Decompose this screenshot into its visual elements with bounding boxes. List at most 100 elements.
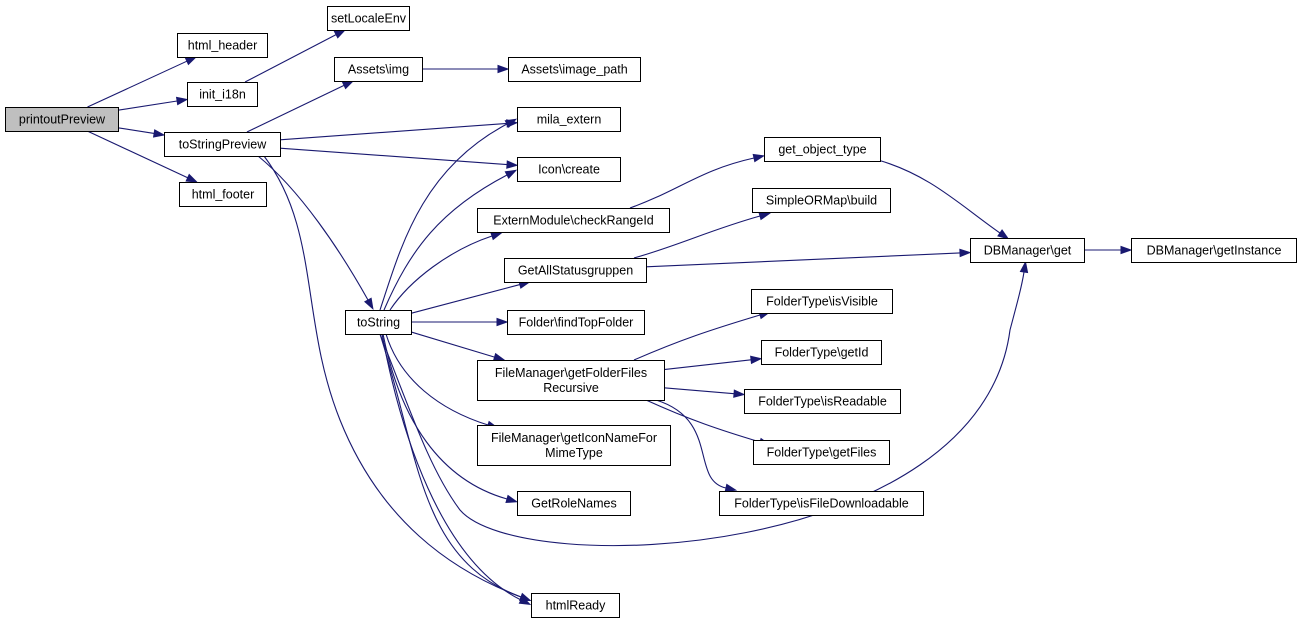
node-label: FolderType\isVisible (766, 295, 878, 309)
node-icon-create[interactable]: Icon\create (517, 157, 621, 182)
arrowhead-icon (506, 160, 519, 169)
edge-line (117, 100, 178, 111)
node-box (508, 57, 641, 82)
node-foldertype-isvisible[interactable]: FolderType\isVisible (751, 289, 893, 314)
node-box (761, 340, 882, 365)
arrowhead-icon (496, 317, 509, 327)
node-label: Assets\img (348, 63, 409, 77)
node-box (970, 238, 1085, 263)
arrowhead-icon (758, 211, 772, 221)
node-foldertype-isfiledownloadable[interactable]: FolderType\isFileDownloadable (719, 491, 924, 516)
node-box (751, 289, 893, 314)
node-mila-extern[interactable]: mila_extern (517, 107, 621, 132)
node-getrolenames[interactable]: GetRoleNames (517, 491, 631, 516)
node-toStringPreview[interactable]: toStringPreview (164, 132, 281, 157)
arrowhead-icon (490, 232, 503, 241)
arrowhead-icon (733, 389, 746, 398)
node-foldertype-getid[interactable]: FolderType\getId (761, 340, 882, 365)
node-box (517, 157, 621, 182)
node-label: toString (357, 316, 400, 330)
node-foldertype-getfiles[interactable]: FolderType\getFiles (753, 440, 890, 465)
edges-layer (87, 29, 1133, 606)
node-box (517, 107, 621, 132)
node-label: FolderType\getId (775, 346, 869, 360)
arrowhead-icon (1019, 260, 1029, 274)
node-setLocaleEnv[interactable]: setLocaleEnv (327, 6, 410, 31)
node-box (507, 310, 645, 335)
node-label: FileManager\getIconNameFor (491, 431, 657, 445)
node-dbmanager-get[interactable]: DBManager\get (970, 238, 1085, 263)
edge-toString-to-getrolenames (382, 333, 519, 504)
node-label: ExternModule\checkRangeId (493, 214, 654, 228)
node-html-header[interactable]: html_header (177, 33, 268, 58)
node-box (753, 440, 890, 465)
node-assets-image-path[interactable]: Assets\image_path (508, 57, 641, 82)
edge-get_object_type-to-dbmanager_get (877, 159, 1010, 240)
arrowhead-icon (497, 64, 510, 74)
arrowhead-icon (750, 355, 763, 365)
node-box (752, 188, 891, 213)
edge-printoutPreview-to-init_i18n (117, 96, 189, 111)
node-externmodule-checkrangeid[interactable]: ExternModule\checkRangeId (477, 208, 670, 233)
arrowhead-icon (504, 118, 518, 129)
node-htmlready[interactable]: htmlReady (531, 593, 620, 618)
edge-toString-to-htmlready (381, 333, 532, 606)
node-label: Recursive (543, 381, 599, 395)
node-label: setLocaleEnv (331, 12, 407, 26)
edge-line (385, 333, 489, 426)
arrowhead-icon (518, 595, 532, 606)
arrowhead-icon (997, 229, 1010, 240)
node-simpleormap-build[interactable]: SimpleORMap\build (752, 188, 891, 213)
node-init-i18n[interactable]: init_i18n (187, 82, 258, 107)
node-printoutPreview[interactable]: printoutPreview (5, 107, 119, 132)
node-box (1131, 238, 1297, 263)
edge-externmodule_checkrangeid-to-get_object_type (629, 153, 766, 209)
node-label: FolderType\isReadable (758, 395, 887, 409)
edge-toString-to-externmodule_checkrangeid (389, 232, 503, 311)
edge-line (645, 399, 761, 443)
edge-toStringPreview-to-toString (257, 155, 374, 311)
edge-getallstatusgruppen-to-dbmanager_get (645, 248, 972, 268)
edge-filemanager_getfolderfilesrecursive-to-foldertype_isvisible (633, 311, 771, 361)
edge-line (87, 130, 188, 179)
edge-toString-to-dbmanager_get (379, 260, 1029, 547)
node-box (5, 107, 119, 132)
edge-toString-to-filemanager_getfolderfilesrecursive (410, 331, 506, 362)
edge-toString-to-icon_create (383, 169, 518, 311)
node-folder-findtopfolder[interactable]: Folder\findTopFolder (507, 310, 645, 335)
node-assets-img[interactable]: Assets\img (334, 57, 423, 82)
edge-line (117, 127, 155, 134)
edge-line (663, 359, 752, 371)
node-label: Icon\create (538, 163, 600, 177)
edge-line (410, 331, 495, 358)
node-foldertype-isreadable[interactable]: FolderType\isReadable (744, 389, 901, 414)
node-html-footer[interactable]: html_footer (179, 182, 267, 207)
edge-line (645, 252, 961, 268)
node-label: toStringPreview (179, 138, 268, 152)
node-label: DBManager\getInstance (1147, 244, 1282, 258)
edge-toString-to-getallstatusgruppen (410, 280, 531, 314)
edge-dbmanager_get-to-dbmanager_getinstance (1084, 245, 1133, 255)
arrowhead-icon (505, 494, 519, 504)
arrowhead-icon (341, 80, 355, 90)
edge-printoutPreview-to-toStringPreview (117, 127, 166, 138)
node-label: html_header (188, 39, 258, 53)
node-getallstatusgruppen[interactable]: GetAllStatusgruppen (504, 258, 647, 283)
edge-toStringPreview-to-assets_img (246, 80, 355, 133)
node-label: SimpleORMap\build (766, 194, 877, 208)
node-label: mila_extern (537, 113, 602, 127)
node-get-object-type[interactable]: get_object_type (764, 137, 881, 162)
edge-line (246, 84, 345, 133)
edge-line (279, 147, 508, 166)
node-box (744, 389, 901, 414)
arrowhead-icon (363, 297, 374, 311)
node-toString[interactable]: toString (345, 310, 412, 335)
edge-line (87, 60, 188, 108)
edge-toStringPreview-to-icon_create (279, 147, 519, 169)
arrowhead-icon (752, 153, 766, 163)
node-dbmanager-getinstance[interactable]: DBManager\getInstance (1131, 238, 1297, 263)
edge-filemanager_getfolderfilesrecursive-to-foldertype_isfiledownloadable (655, 399, 738, 493)
arrowhead-icon (959, 248, 972, 258)
